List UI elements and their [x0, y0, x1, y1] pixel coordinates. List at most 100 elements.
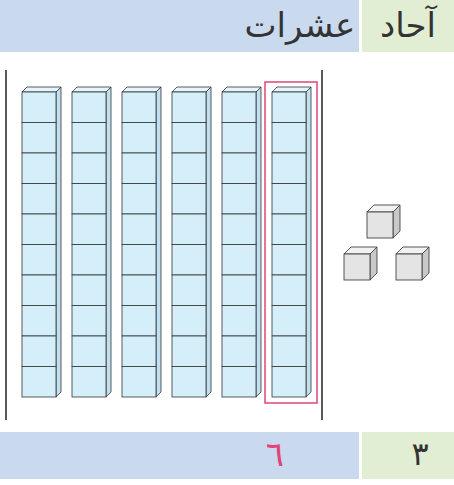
unit-cube — [344, 247, 377, 280]
rod-side — [206, 87, 211, 397]
rod-cube — [122, 275, 156, 306]
rod-cube — [22, 92, 56, 123]
rod-cube — [22, 123, 56, 154]
rod-cube — [22, 306, 56, 337]
column-heading: آحاد — [380, 7, 436, 44]
rod-side — [56, 87, 61, 397]
ten-rod — [22, 87, 61, 397]
rod-cube — [222, 92, 256, 123]
rod-cube — [172, 245, 206, 276]
rod-top — [22, 87, 61, 92]
rod-cube — [172, 336, 206, 367]
table-border — [5, 70, 7, 420]
rod-cube — [172, 367, 206, 398]
table-cell: ٦ — [266, 436, 284, 473]
rod-side — [306, 87, 311, 397]
rod-cube — [22, 153, 56, 184]
rod-cube — [22, 336, 56, 367]
rod-top — [72, 87, 111, 92]
rod-cube — [122, 306, 156, 337]
rod-cube — [222, 245, 256, 276]
rod-cube — [122, 214, 156, 245]
ten-rod — [72, 87, 111, 397]
rod-cube — [72, 92, 106, 123]
ten-rod — [272, 87, 311, 397]
rod-cube — [122, 245, 156, 276]
cube-front — [396, 254, 422, 280]
tens-header-band — [0, 0, 359, 52]
rod-cube — [72, 367, 106, 398]
cube-front — [344, 254, 370, 280]
rod-cube — [172, 306, 206, 337]
rod-cube — [222, 367, 256, 398]
rod-cube — [22, 214, 56, 245]
rod-cube — [122, 184, 156, 215]
cube-front — [367, 212, 393, 238]
rod-cube — [122, 123, 156, 154]
cube-side — [393, 205, 400, 238]
ten-rod — [222, 87, 261, 397]
rod-side — [256, 87, 261, 397]
rod-cube — [22, 184, 56, 215]
rod-side — [106, 87, 111, 397]
tens-rods — [22, 87, 311, 397]
cube-side — [422, 247, 429, 280]
rod-cube — [222, 184, 256, 215]
ones-header-band — [362, 0, 454, 52]
rod-cube — [72, 336, 106, 367]
rod-cube — [22, 367, 56, 398]
rod-cube — [272, 153, 306, 184]
unit-cube — [396, 247, 429, 280]
tens-answer-band — [0, 432, 359, 479]
rod-top — [222, 87, 261, 92]
rod-top — [122, 87, 161, 92]
rod-cube — [72, 153, 106, 184]
rod-cube — [222, 123, 256, 154]
rod-cube — [272, 214, 306, 245]
rod-cube — [122, 367, 156, 398]
rod-cube — [72, 184, 106, 215]
rod-cube — [122, 92, 156, 123]
rod-cube — [222, 153, 256, 184]
rod-cube — [122, 153, 156, 184]
rod-cube — [272, 245, 306, 276]
unit-cube — [367, 205, 400, 238]
rod-cube — [172, 92, 206, 123]
column-divider — [321, 70, 323, 420]
ten-rod — [172, 87, 211, 397]
ten-rod — [122, 87, 161, 397]
rod-cube — [122, 336, 156, 367]
rod-side — [156, 87, 161, 397]
rod-cube — [272, 336, 306, 367]
rod-cube — [172, 184, 206, 215]
highlight-box — [265, 82, 317, 403]
rod-cube — [222, 306, 256, 337]
rod-cube — [172, 123, 206, 154]
rod-cube — [222, 214, 256, 245]
ones-answer-band — [362, 432, 454, 479]
rod-cube — [72, 275, 106, 306]
rod-cube — [272, 123, 306, 154]
rod-cube — [222, 336, 256, 367]
rod-cube — [172, 275, 206, 306]
rod-cube — [72, 306, 106, 337]
rod-cube — [272, 367, 306, 398]
rod-cube — [272, 92, 306, 123]
rod-cube — [22, 275, 56, 306]
rod-top — [172, 87, 211, 92]
cube-side — [370, 247, 377, 280]
rod-cube — [272, 306, 306, 337]
rod-cube — [222, 275, 256, 306]
rod-cube — [272, 275, 306, 306]
rod-cube — [72, 123, 106, 154]
unit-cubes — [344, 205, 429, 280]
rod-cube — [272, 184, 306, 215]
table-cell: ٣ — [411, 437, 428, 472]
rod-cube — [22, 245, 56, 276]
rod-cube — [172, 153, 206, 184]
rod-top — [272, 87, 311, 92]
rod-cube — [72, 214, 106, 245]
column-heading: عشرات — [245, 7, 356, 44]
